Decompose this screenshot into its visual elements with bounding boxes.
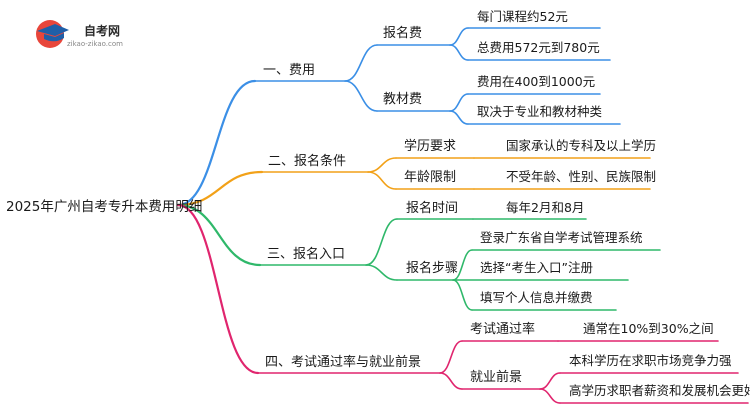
node-pass-rate: 考试通过率 <box>470 321 535 337</box>
leaf-pass-rate-range: 通常在10%到30%之间 <box>583 321 714 336</box>
leaf-registration-months: 每年2月和8月 <box>506 200 584 215</box>
root-to-branch-line <box>176 203 262 267</box>
leaf-age-detail: 不受年龄、性别、民族限制 <box>506 169 656 184</box>
node-to-leaf-line <box>449 44 469 61</box>
leaf-textbook-depends: 取决于专业和教材种类 <box>477 104 603 119</box>
node-to-leaf-line <box>452 249 473 281</box>
node-to-leaf-line <box>539 372 561 390</box>
node-to-leaf-line <box>452 279 473 311</box>
root-to-branch-line <box>176 203 260 375</box>
graduation-cap-icon <box>36 20 69 48</box>
root-topic: 2025年广州自考专升本费用明细 <box>6 199 202 215</box>
leaf-textbook-cost: 费用在400到1000元 <box>477 74 595 89</box>
leaf-total-fee: 总费用572元到780元 <box>477 40 600 55</box>
leaf-employment-salary: 高学历求职者薪资和发展机会更好 <box>569 383 750 398</box>
node-age-limit: 年龄限制 <box>404 170 456 185</box>
site-logo: 自考网 zikao-zikao.com <box>36 20 123 48</box>
branch-requirements: 二、报名条件 <box>268 153 346 169</box>
branch-to-node-line <box>367 171 397 190</box>
node-registration-time: 报名时间 <box>406 200 458 216</box>
branch-to-node-line <box>439 372 463 390</box>
node-to-leaf-line <box>539 388 561 404</box>
branch-fees: 一、费用 <box>263 63 315 78</box>
branch-registration-portal: 三、报名入口 <box>267 246 345 262</box>
leaf-step-login: 登录广东省自学考试管理系统 <box>480 230 643 245</box>
branch-to-node-line <box>439 340 463 374</box>
node-registration-steps: 报名步骤 <box>406 260 458 276</box>
node-textbook-fee: 教材费 <box>383 91 422 107</box>
branch-pass-rate-employment: 四、考试通过率与就业前景 <box>265 354 421 370</box>
connector-lines <box>176 27 749 404</box>
branch-to-node-line <box>344 44 378 82</box>
logo-title: 自考网 <box>84 23 120 38</box>
node-registration-fee: 报名费 <box>383 25 422 41</box>
branch-to-node-line <box>367 157 397 173</box>
leaf-employment-competitive: 本科学历在求职市场竞争力强 <box>569 353 732 368</box>
node-to-leaf-line <box>449 27 469 46</box>
leaf-step-payment: 填写个人信息并缴费 <box>480 290 593 305</box>
branch-to-node-line <box>365 264 398 281</box>
node-employment-prospects: 就业前景 <box>470 369 522 385</box>
branch-to-node-line <box>365 218 398 266</box>
node-to-leaf-line <box>449 93 469 112</box>
leaf-education-detail: 国家承认的专科及以上学历 <box>506 138 656 153</box>
branch-to-node-line <box>344 80 378 112</box>
node-to-leaf-line <box>449 110 469 125</box>
root-to-branch-line <box>176 170 264 207</box>
leaf-step-register: 选择“考生入口”注册 <box>480 260 593 275</box>
leaf-fee-per-course: 每门课程约52元 <box>477 9 568 24</box>
logo-url: zikao-zikao.com <box>67 40 123 48</box>
root-to-branch-line <box>176 79 257 207</box>
node-education-requirement: 学历要求 <box>404 138 456 154</box>
